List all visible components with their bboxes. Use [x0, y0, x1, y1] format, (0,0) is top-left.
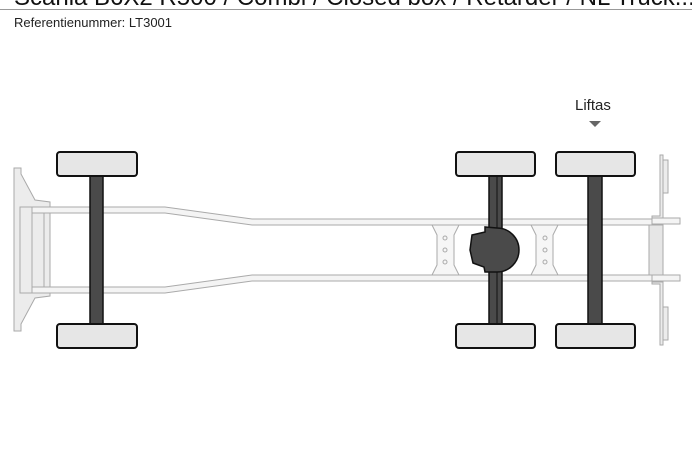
chassis-frame	[31, 206, 681, 294]
rear-bumper	[651, 154, 669, 346]
front-bumper	[13, 167, 51, 332]
tire	[56, 323, 138, 349]
cross-member	[431, 224, 559, 276]
tire	[555, 151, 636, 177]
tire	[455, 323, 536, 349]
lift-axle	[555, 151, 636, 349]
page-title: Scania B6X2 R500 / Combi / Closed box / …	[14, 0, 692, 12]
tire	[555, 323, 636, 349]
reference-number: Referentienummer: LT3001	[14, 15, 173, 30]
drive-axle	[455, 151, 536, 349]
header-divider	[0, 9, 692, 10]
tire	[455, 151, 536, 177]
lift-axle-label: Liftas	[575, 97, 611, 114]
lift-indicator-icon	[589, 121, 601, 127]
differential	[469, 226, 520, 273]
tire	[56, 151, 138, 177]
front-axle	[56, 151, 138, 349]
